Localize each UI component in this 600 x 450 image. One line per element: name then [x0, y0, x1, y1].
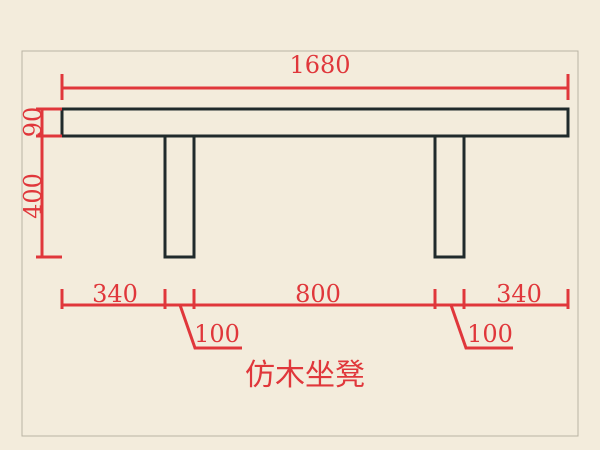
drawing-title: 仿木坐凳: [245, 358, 365, 393]
middle-span-label: 800: [295, 280, 341, 308]
bench-outline: [60, 107, 570, 259]
seat-thickness-label: 90: [19, 107, 47, 138]
bench-leg-left: [163, 134, 196, 259]
bench-leg-right: [433, 134, 466, 259]
dimension-lines: [36, 74, 570, 350]
leg-height-label: 400: [19, 173, 47, 219]
leader-left: [178, 304, 242, 350]
drawing-frame: [21, 50, 579, 437]
leg-width-right-label: 100: [467, 320, 513, 348]
leader-right: [449, 304, 513, 350]
end-span-right-label: 340: [496, 280, 542, 308]
overall-length-label: 1680: [289, 51, 350, 79]
end-span-left-label: 340: [92, 280, 138, 308]
bench-seat: [60, 107, 570, 138]
leg-width-left-label: 100: [194, 320, 240, 348]
